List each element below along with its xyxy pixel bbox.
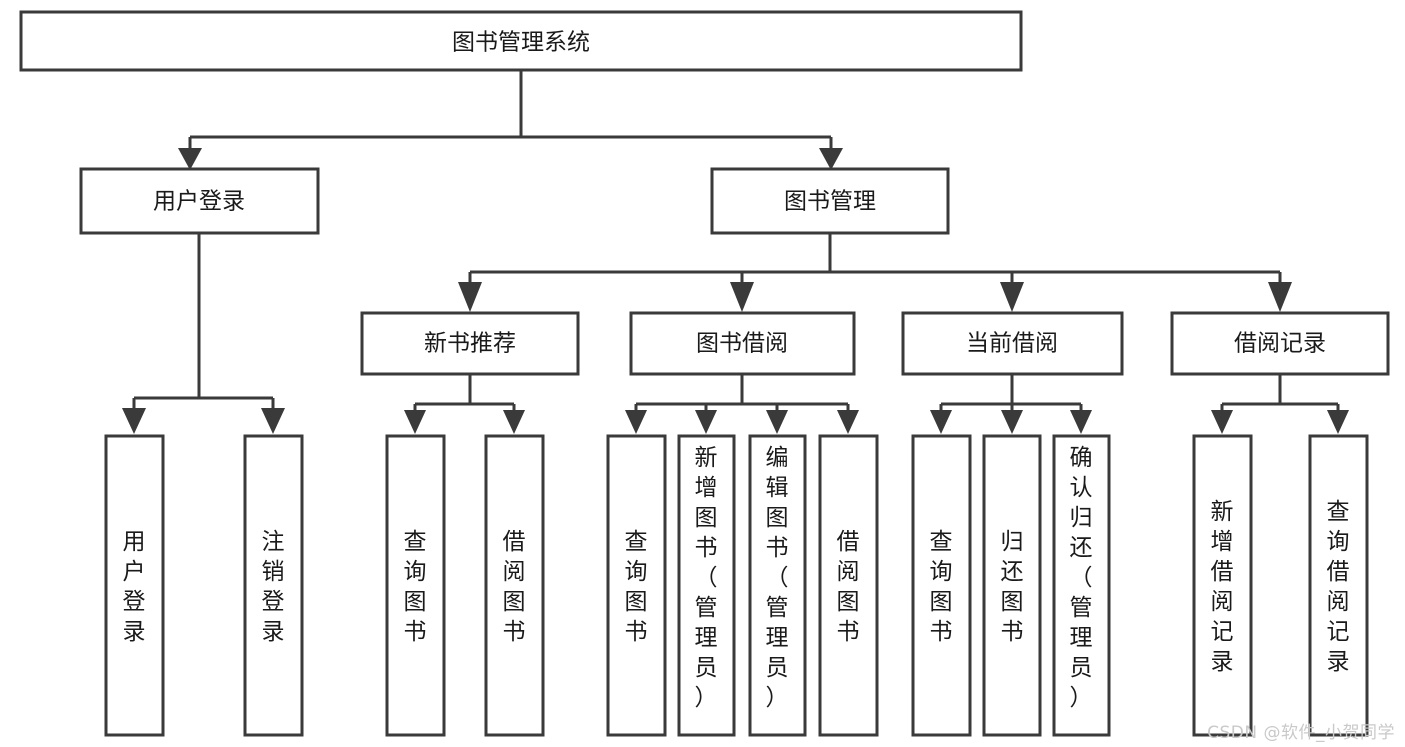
- node-new-book-recommend[interactable]: 新书推荐: [360, 311, 580, 376]
- node-new-book-recommend-box[interactable]: [360, 311, 580, 376]
- node-leaf-add-borrow-record-label: 新增借阅记录: [1211, 499, 1234, 675]
- arrowhead-borrow-record: [1268, 282, 1292, 312]
- node-borrow-record-box[interactable]: [1170, 311, 1390, 376]
- connectors-layer: [122, 70, 1349, 434]
- node-leaf-query-book-2[interactable]: 查询图书: [606, 434, 667, 737]
- node-root[interactable]: 图书管理系统: [19, 10, 1023, 72]
- node-leaf-borrow-book-1[interactable]: 借阅图书: [484, 434, 545, 737]
- node-leaf-query-book-3-label: 查询图书: [930, 529, 953, 645]
- node-leaf-query-borrow-record[interactable]: 查询借阅记录: [1308, 434, 1369, 737]
- node-leaf-logout-label: 注销登录: [262, 529, 285, 645]
- arrowhead-leaf-query-book-3: [930, 410, 952, 434]
- node-leaf-add-borrow-record-box[interactable]: [1192, 434, 1253, 737]
- node-book-management-box[interactable]: [710, 167, 950, 235]
- node-leaf-query-book-2-label: 查询图书: [625, 529, 648, 645]
- node-leaf-edit-book-admin[interactable]: 编辑图书（管理员）: [748, 434, 807, 737]
- watermark-text: CSDN @软件_小贺同学: [1207, 723, 1395, 743]
- node-leaf-borrow-book-2[interactable]: 借阅图书: [818, 434, 879, 737]
- node-leaf-borrow-book-2-box[interactable]: [818, 434, 879, 737]
- node-leaf-add-book-admin-label: 新增图书（管理员）: [695, 445, 718, 711]
- arrowhead-book-management: [819, 148, 843, 170]
- arrowhead-leaf-borrow-book-2: [837, 410, 859, 434]
- node-leaf-logout[interactable]: 注销登录: [243, 434, 304, 737]
- node-leaf-borrow-book-2-label: 借阅图书: [837, 529, 860, 645]
- arrowhead-current-borrow: [1000, 282, 1024, 312]
- arrowhead-leaf-query-book-2: [625, 410, 647, 434]
- node-leaf-query-book-2-box[interactable]: [606, 434, 667, 737]
- node-root-box[interactable]: [19, 10, 1023, 72]
- connector-user-login-trunk: [132, 233, 275, 410]
- node-leaf-query-book-1-box[interactable]: [385, 434, 446, 737]
- arrowhead-user-login: [178, 148, 202, 170]
- node-leaf-return-book[interactable]: 归还图书: [982, 434, 1042, 737]
- node-current-borrow[interactable]: 当前借阅: [901, 311, 1124, 376]
- node-user-login-box[interactable]: [79, 167, 320, 235]
- node-book-management[interactable]: 图书管理: [710, 167, 950, 235]
- arrowhead-leaf-edit-book-admin: [766, 410, 788, 434]
- node-leaf-query-book-1-label: 查询图书: [404, 529, 427, 645]
- connector-current-borrow-trunk: [939, 374, 1083, 412]
- node-leaf-add-book-admin-box[interactable]: [677, 434, 736, 737]
- connector-book-management-trunk: [468, 233, 1282, 284]
- connector-borrow-record-trunk: [1220, 374, 1340, 412]
- arrowhead-leaf-query-borrow-record: [1327, 410, 1349, 434]
- arrowhead-leaf-add-book-admin: [695, 410, 717, 434]
- node-leaf-logout-box[interactable]: [243, 434, 304, 737]
- arrowhead-leaf-query-book-1: [404, 410, 426, 434]
- node-leaf-edit-book-admin-label: 编辑图书（管理员）: [766, 445, 789, 711]
- node-user-login[interactable]: 用户登录: [79, 167, 320, 235]
- connector-book-borrow-trunk: [634, 374, 850, 412]
- node-leaf-confirm-return-admin-box[interactable]: [1052, 434, 1111, 737]
- arrowhead-leaf-user-login: [122, 408, 146, 434]
- node-current-borrow-box[interactable]: [901, 311, 1124, 376]
- node-borrow-record-label: 借阅记录: [1234, 331, 1326, 357]
- arrowhead-leaf-add-borrow-record: [1211, 410, 1233, 434]
- node-leaf-add-book-admin[interactable]: 新增图书（管理员）: [677, 434, 736, 737]
- arrowhead-leaf-logout: [261, 408, 285, 434]
- node-new-book-recommend-label: 新书推荐: [424, 331, 516, 357]
- node-leaf-add-borrow-record[interactable]: 新增借阅记录: [1192, 434, 1253, 737]
- node-leaf-borrow-book-1-label: 借阅图书: [503, 529, 526, 645]
- node-leaf-user-login-label: 用户登录: [123, 529, 146, 645]
- node-leaf-confirm-return-admin[interactable]: 确认归还（管理员）: [1052, 434, 1111, 737]
- node-leaf-query-book-1[interactable]: 查询图书: [385, 434, 446, 737]
- arrowhead-leaf-return-book: [1001, 410, 1023, 434]
- arrowhead-leaf-confirm-return-admin: [1070, 410, 1092, 434]
- node-current-borrow-label: 当前借阅: [966, 331, 1058, 357]
- node-book-borrow-box[interactable]: [629, 311, 856, 376]
- node-leaf-user-login[interactable]: 用户登录: [104, 434, 165, 737]
- node-borrow-record[interactable]: 借阅记录: [1170, 311, 1390, 376]
- node-leaf-confirm-return-admin-label: 确认归还（管理员）: [1070, 445, 1093, 711]
- node-book-management-label: 图书管理: [784, 189, 876, 215]
- node-leaf-borrow-book-1-box[interactable]: [484, 434, 545, 737]
- node-leaf-query-borrow-record-box[interactable]: [1308, 434, 1369, 737]
- node-leaf-query-book-3-box[interactable]: [911, 434, 972, 737]
- node-root-label: 图书管理系统: [452, 30, 590, 56]
- connector-root-trunk: [188, 70, 833, 150]
- node-book-borrow-label: 图书借阅: [696, 331, 788, 357]
- node-user-login-label: 用户登录: [153, 189, 245, 215]
- node-leaf-query-borrow-record-label: 查询借阅记录: [1327, 499, 1350, 675]
- node-leaf-return-book-box[interactable]: [982, 434, 1042, 737]
- node-leaf-edit-book-admin-box[interactable]: [748, 434, 807, 737]
- arrowhead-book-borrow: [730, 282, 754, 312]
- node-book-borrow[interactable]: 图书借阅: [629, 311, 856, 376]
- node-leaf-user-login-box[interactable]: [104, 434, 165, 737]
- arrowhead-leaf-borrow-book-1: [503, 410, 525, 434]
- connector-new-book-recommend-trunk: [413, 374, 516, 412]
- node-leaf-return-book-label: 归还图书: [1001, 529, 1024, 645]
- arrowhead-new-book-recommend: [458, 282, 482, 312]
- node-leaf-query-book-3[interactable]: 查询图书: [911, 434, 972, 737]
